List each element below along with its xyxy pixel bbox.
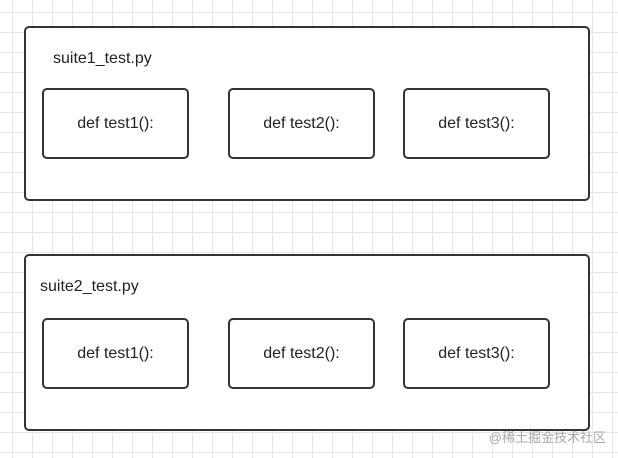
suite1-test3-box: def test3():: [403, 88, 550, 159]
suite2-test2-box: def test2():: [228, 318, 375, 389]
suite1-title: suite1_test.py: [53, 50, 152, 67]
suite2-test1-box: def test1():: [42, 318, 189, 389]
suite1-test1-box: def test1():: [42, 88, 189, 159]
suite2-box: suite2_test.py def test1(): def test2():…: [24, 254, 590, 431]
watermark: @稀土掘金技术社区: [488, 430, 606, 445]
suite2-title: suite2_test.py: [40, 278, 139, 295]
suite2-test3-box: def test3():: [403, 318, 550, 389]
suite1-test2-box: def test2():: [228, 88, 375, 159]
suite1-box: suite1_test.py def test1(): def test2():…: [24, 26, 590, 201]
